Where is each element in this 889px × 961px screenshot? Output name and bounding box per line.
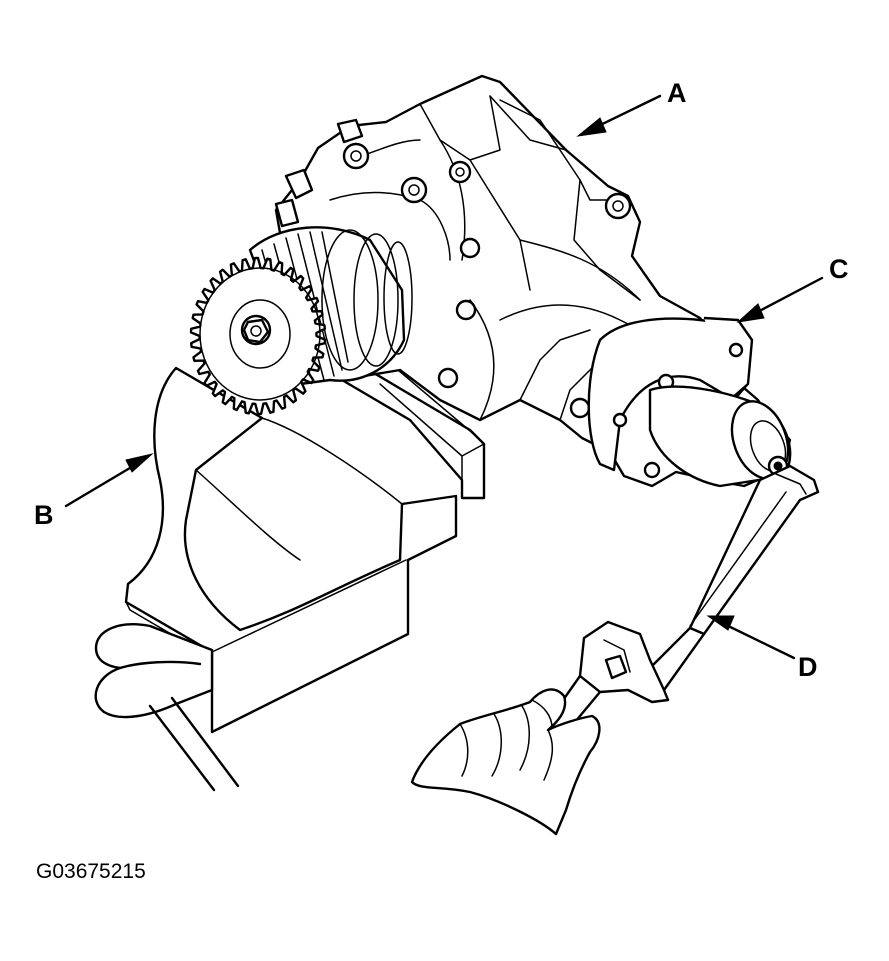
leader-arrows [64,94,824,660]
torque-wrench [410,464,820,836]
output-flange [587,316,792,488]
gear-and-shaft [189,226,413,416]
callout-a: A [667,78,687,108]
figure-code: G03675215 [36,860,146,883]
vise [94,358,486,792]
callout-b: B [34,500,54,530]
callout-c: C [829,254,849,284]
callout-d: D [798,652,818,682]
